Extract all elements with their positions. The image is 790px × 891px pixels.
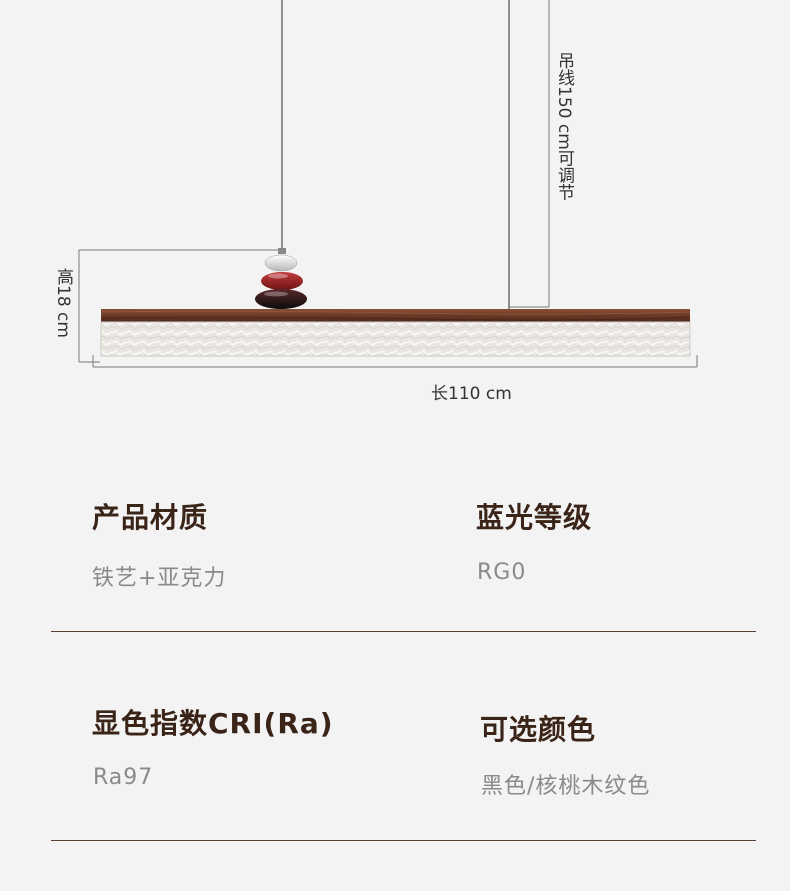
height-label: 高18 cm — [53, 268, 73, 338]
material-value: 铁艺+亚克力 — [92, 566, 227, 591]
lamp-dimension-diagram — [78, 0, 698, 368]
divider — [51, 631, 756, 632]
color-options-value: 黑色/核桃木纹色 — [481, 774, 651, 799]
linear-pendant-lamp — [100, 309, 691, 357]
cri-title: 显色指数CRI(Ra) — [92, 707, 334, 740]
cri-value: Ra97 — [93, 765, 154, 790]
length-label: 长110 cm — [431, 384, 512, 404]
stone-ornament — [255, 248, 307, 309]
cable-length-label: 吊线150 cm可调节 — [554, 52, 574, 201]
divider — [51, 840, 756, 841]
blue-light-value: RG0 — [477, 560, 527, 585]
blue-light-title: 蓝光等级 — [476, 501, 593, 534]
color-options-title: 可选颜色 — [480, 713, 597, 746]
material-title: 产品材质 — [92, 501, 209, 534]
